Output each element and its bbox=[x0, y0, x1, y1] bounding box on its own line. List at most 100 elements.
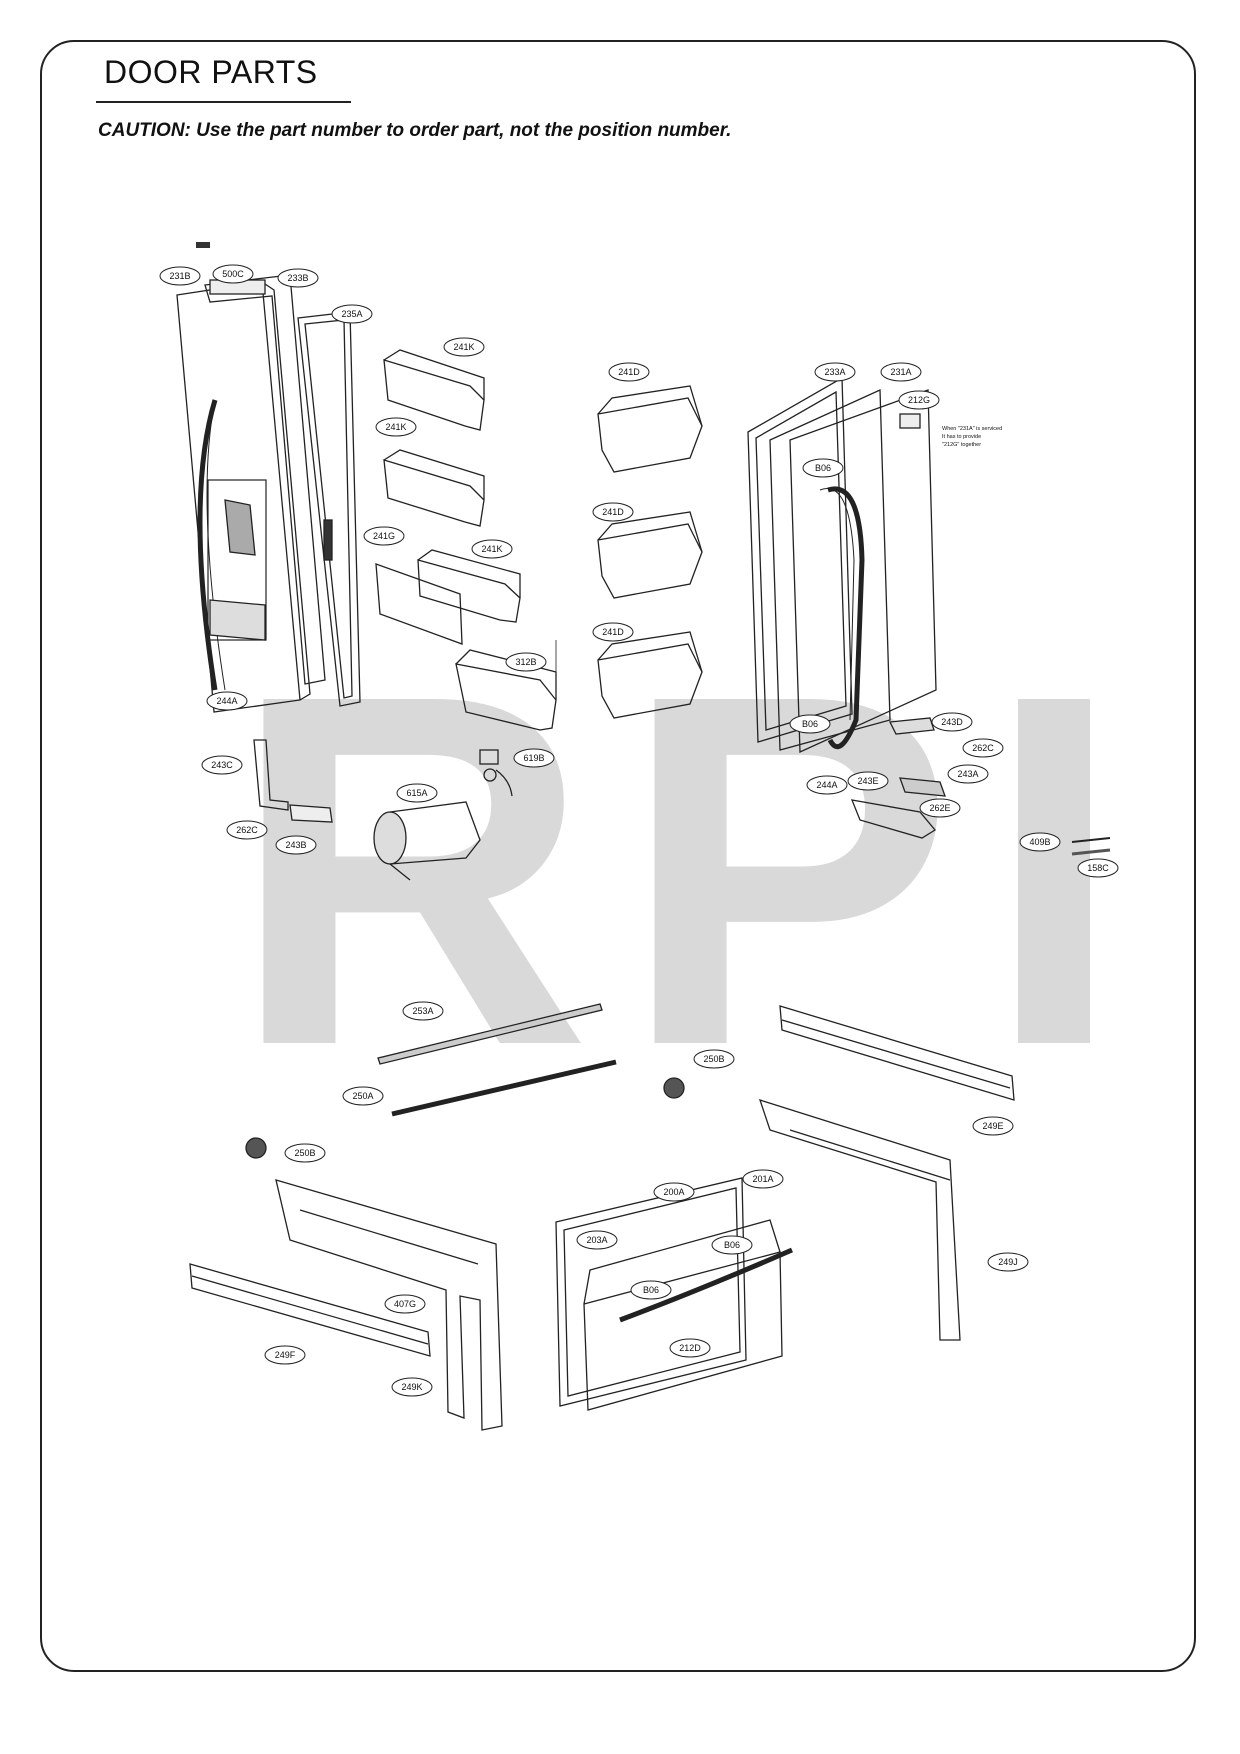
callout-407g: 407G bbox=[384, 1294, 426, 1314]
hinge-parts-right bbox=[850, 717, 946, 839]
callout-250a: 250A bbox=[342, 1086, 384, 1106]
callout-158c: 158C bbox=[1077, 858, 1119, 878]
callout-203a: 203A bbox=[576, 1230, 618, 1250]
callout-label: 212D bbox=[679, 1343, 701, 1353]
callout-label: 233B bbox=[287, 273, 308, 283]
callout-241d-c: 241D bbox=[592, 622, 634, 642]
callout-241k-b: 241K bbox=[375, 417, 417, 437]
callout-label: 212G bbox=[908, 395, 930, 405]
callout-label: 244A bbox=[816, 780, 837, 790]
callout-243b: 243B bbox=[275, 835, 317, 855]
callout-label: 203A bbox=[586, 1235, 607, 1245]
callout-label: 241D bbox=[618, 367, 640, 377]
callout-235a: 235A bbox=[331, 304, 373, 324]
page-title: DOOR PARTS bbox=[104, 54, 318, 90]
cable-parts bbox=[1071, 837, 1111, 856]
callout-label: 241K bbox=[481, 544, 502, 554]
callout-b06-c: B06 bbox=[711, 1235, 753, 1255]
callout-312b: 312B bbox=[505, 652, 547, 672]
service-note-line-3: "212G" together bbox=[942, 442, 982, 448]
slide-rail-249E bbox=[779, 1005, 1015, 1101]
callout-233b: 233B bbox=[277, 268, 319, 288]
right-door-liner bbox=[769, 389, 891, 751]
callout-label: 253A bbox=[412, 1006, 433, 1016]
callout-label: 615A bbox=[406, 788, 427, 798]
small-marker bbox=[196, 242, 210, 248]
right-door-outer bbox=[789, 389, 937, 753]
callout-label: 231A bbox=[890, 367, 911, 377]
slide-bracket-249J bbox=[758, 1098, 961, 1341]
slide-bracket-249K bbox=[275, 1179, 503, 1431]
callout-262c-a: 262C bbox=[962, 738, 1004, 758]
door-bin-241K-low bbox=[417, 549, 521, 623]
motor-615A bbox=[373, 801, 481, 881]
callout-231a: 231A bbox=[880, 362, 922, 382]
bin-312B bbox=[455, 640, 557, 731]
slide-rail-249F bbox=[189, 1263, 431, 1357]
gear-250B-left bbox=[245, 1137, 267, 1159]
callout-label: 231B bbox=[169, 271, 190, 281]
callout-label: 235A bbox=[341, 309, 362, 319]
callout-label: 250B bbox=[703, 1054, 724, 1064]
drawer-front bbox=[583, 1219, 793, 1411]
callout-label: B06 bbox=[802, 719, 818, 729]
title-underline bbox=[96, 101, 351, 103]
callout-label: 243D bbox=[941, 717, 963, 727]
callout-label: 250A bbox=[352, 1091, 373, 1101]
callout-262c-b: 262C bbox=[226, 820, 268, 840]
bin-divider-241G bbox=[375, 563, 463, 645]
callout-243d: 243D bbox=[931, 712, 973, 732]
callout-249j: 249J bbox=[987, 1252, 1029, 1272]
callout-212g: 212G bbox=[898, 390, 940, 410]
callout-212d: 212D bbox=[669, 1338, 711, 1358]
left-door-gasket bbox=[297, 311, 361, 707]
callout-b06-b: B06 bbox=[789, 714, 831, 734]
callout-label: 407G bbox=[394, 1299, 416, 1309]
callout-500c: 500C bbox=[212, 264, 254, 284]
callout-250b-b: 250B bbox=[284, 1143, 326, 1163]
caution-note: CAUTION: Use the part number to order pa… bbox=[98, 120, 732, 141]
callout-label: 241K bbox=[453, 342, 474, 352]
callout-201a: 201A bbox=[742, 1169, 784, 1189]
callout-243a: 243A bbox=[947, 764, 989, 784]
callout-253a: 253A bbox=[402, 1001, 444, 1021]
callout-250b-a: 250B bbox=[693, 1049, 735, 1069]
callout-244a-a: 244A bbox=[206, 691, 248, 711]
callout-b06-a: B06 bbox=[802, 458, 844, 478]
callout-label: 241D bbox=[602, 627, 624, 637]
page-frame bbox=[40, 40, 1196, 1672]
service-note-line-2: It has to provide bbox=[942, 434, 982, 440]
callout-241k-a: 241K bbox=[443, 337, 485, 357]
callout-233a: 233A bbox=[814, 362, 856, 382]
callout-label: 241D bbox=[602, 507, 624, 517]
callout-243c: 243C bbox=[201, 755, 243, 775]
callout-249f: 249F bbox=[264, 1345, 306, 1365]
callout-label: 241K bbox=[385, 422, 406, 432]
door-bin-241K-mid bbox=[383, 449, 485, 527]
callout-241d-b: 241D bbox=[592, 502, 634, 522]
callout-615a: 615A bbox=[396, 783, 438, 803]
callout-label: 262C bbox=[236, 825, 258, 835]
right-door-gasket bbox=[747, 376, 853, 743]
callout-label: 243B bbox=[285, 840, 306, 850]
callout-244a-b: 244A bbox=[806, 775, 848, 795]
callout-label: B06 bbox=[643, 1285, 659, 1295]
callout-label: 158C bbox=[1087, 863, 1109, 873]
callout-label: 249K bbox=[401, 1382, 422, 1392]
callout-409b: 409B bbox=[1019, 832, 1061, 852]
callout-label: 200A bbox=[663, 1187, 684, 1197]
callout-label: 233A bbox=[824, 367, 845, 377]
callout-label: 241G bbox=[373, 531, 395, 541]
callout-label: 409B bbox=[1029, 837, 1050, 847]
watermark-text: RPI bbox=[230, 590, 1154, 1149]
callout-label: 243E bbox=[857, 776, 878, 786]
rod-250A bbox=[391, 1059, 617, 1117]
callout-label: 201A bbox=[752, 1174, 773, 1184]
callout-label: 619B bbox=[523, 753, 544, 763]
callout-label: 312B bbox=[515, 657, 536, 667]
callout-249k: 249K bbox=[391, 1377, 433, 1397]
callout-label: 249E bbox=[982, 1121, 1003, 1131]
callout-262e: 262E bbox=[919, 798, 961, 818]
callout-layer: 231B 500C 233B 235A 241K 241K 241G 241K 312B 244A… bbox=[159, 264, 1119, 1397]
callout-241k-c: 241K bbox=[471, 539, 513, 559]
